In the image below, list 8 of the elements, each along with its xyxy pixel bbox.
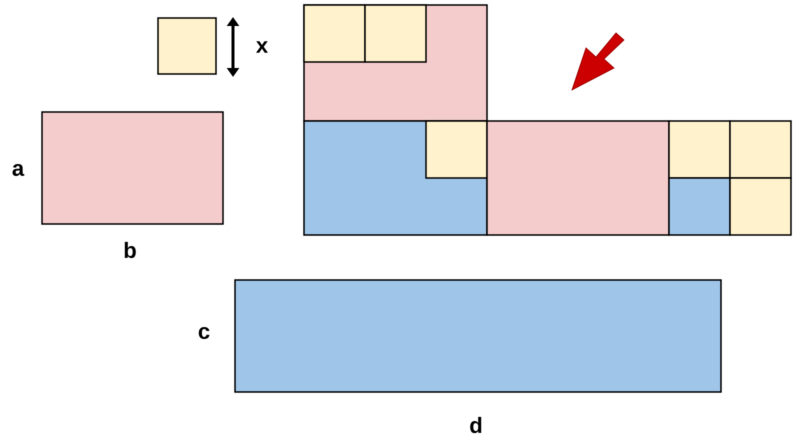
- dimension-label: c: [198, 326, 210, 340]
- dimension-label: b: [124, 242, 136, 258]
- dimension-label: x: [256, 41, 268, 53]
- rectangle-box: [157, 17, 217, 75]
- rectangle-box: [41, 111, 224, 225]
- dimension-label: a: [12, 164, 24, 176]
- dimension-label: d: [470, 416, 482, 434]
- rectangle-box: [234, 279, 722, 393]
